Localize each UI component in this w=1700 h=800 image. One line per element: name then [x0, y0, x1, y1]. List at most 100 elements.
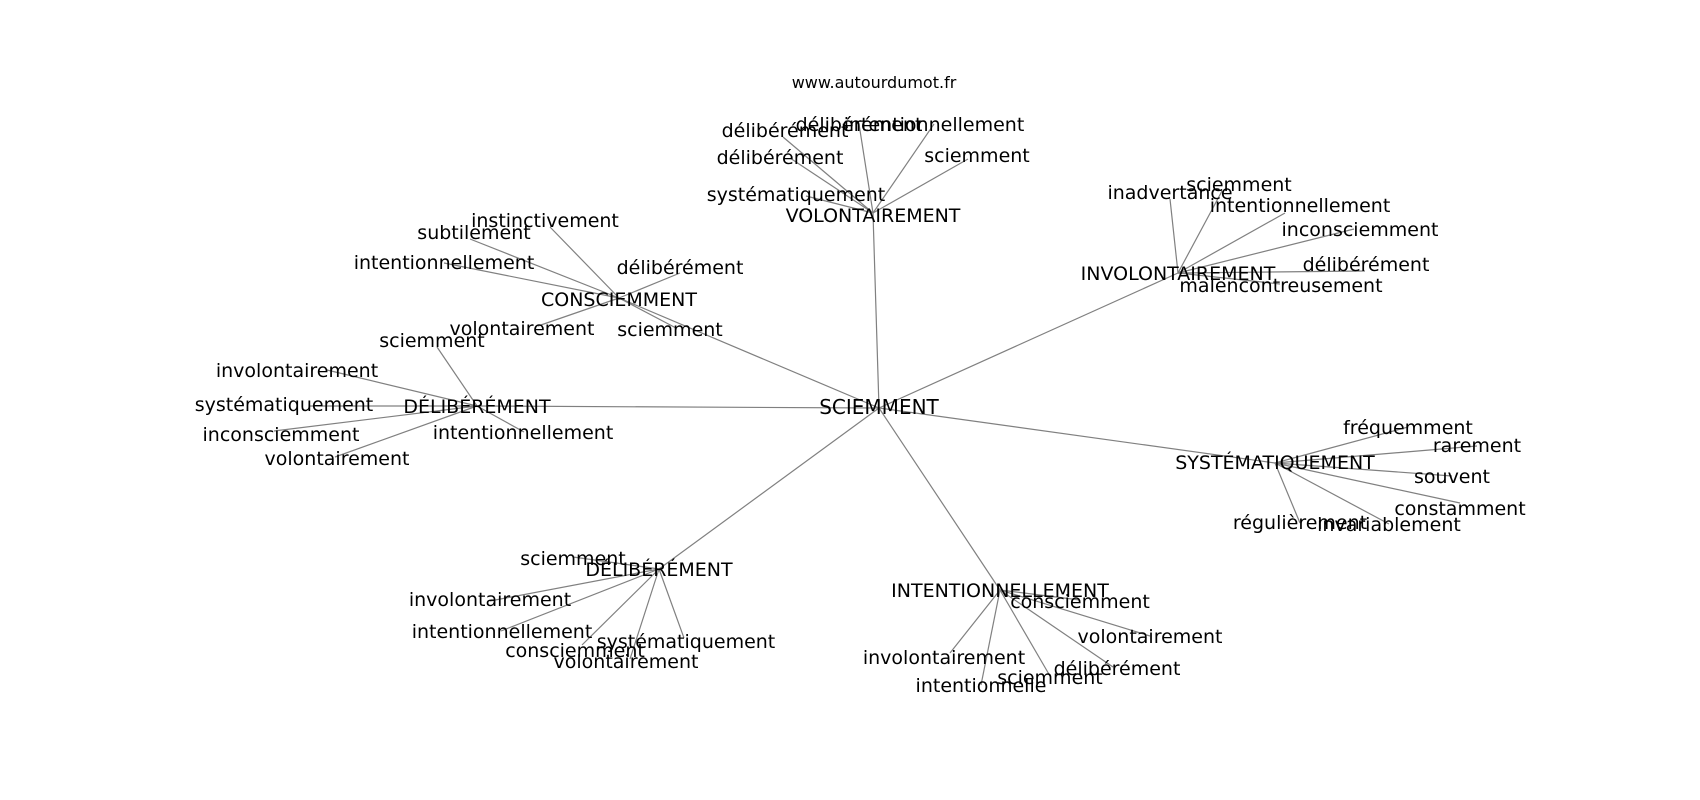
leaf-edge-volontairement-3 — [872, 158, 969, 214]
leaf-node-label: intentionnellement — [844, 114, 1025, 136]
root-edge-intentionnellement — [878, 407, 1001, 591]
leaf-node-label: constamment — [1394, 498, 1525, 520]
leaf-node-label: délibérément — [617, 257, 744, 279]
leaf-node-label: involontairement — [409, 589, 571, 611]
leaf-node-label: invariablement — [1317, 514, 1461, 536]
leaf-node-label: délibérément — [1303, 254, 1430, 276]
hub-node-label: DÉLIBÉRÉMENT — [585, 558, 733, 581]
leaf-edge-involontairement-4 — [1177, 270, 1366, 274]
hub-node-label: DÉLIBÉRÉMENT — [403, 395, 551, 418]
leaf-node-label: intentionnellement — [1210, 195, 1391, 217]
leaf-edge-intentionnellement-5 — [949, 589, 1001, 654]
leaf-edge-deliberement-w-5 — [476, 405, 525, 433]
root-edge-deliberement-s — [658, 407, 880, 570]
leaf-node-label: sciemment — [997, 667, 1103, 689]
leaf-edge-systematiquement-0 — [1274, 426, 1409, 464]
leaf-node-label: involontairement — [216, 360, 378, 382]
leaf-node-label: délibérément — [722, 120, 849, 142]
graph-labels: SCIEMMENTdélibérémentdélibérémentintenti… — [195, 114, 1526, 697]
leaf-edge-consciemment-4 — [537, 297, 620, 327]
graph-edges — [273, 123, 1478, 686]
leaf-node-label: malencontreusement — [1179, 275, 1382, 297]
leaf-node-label: volontairement — [554, 651, 699, 673]
leaf-node-label: volontairement — [1078, 626, 1223, 648]
leaf-edge-intentionnellement-3 — [999, 589, 1051, 677]
leaf-node-label: sciemment — [924, 145, 1030, 167]
leaf-node-label: régulièrement — [1233, 512, 1367, 534]
root-edge-consciemment — [618, 297, 880, 409]
leaf-edge-deliberement-s-5 — [629, 568, 660, 660]
leaf-node-label: délibérément — [717, 147, 844, 169]
leaf-edge-intentionnellement-0 — [999, 589, 1081, 601]
leaf-node-label: involontairement — [863, 647, 1025, 669]
leaf-edge-systematiquement-3 — [1274, 462, 1461, 504]
leaf-node-label: sciemment — [617, 319, 723, 341]
leaf-node-label: sciemment — [379, 330, 485, 352]
leaf-edge-intentionnellement-2 — [999, 589, 1114, 668]
leaf-edge-systematiquement-5 — [1274, 462, 1390, 525]
leaf-edge-volontairement-1 — [858, 123, 874, 214]
leaf-edge-involontairement-3 — [1177, 228, 1355, 274]
leaf-edge-consciemment-2 — [443, 262, 620, 299]
leaf-edge-volontairement-2 — [872, 123, 935, 214]
root-edge-volontairement — [872, 212, 880, 409]
root-node-label: SCIEMMENT — [819, 395, 939, 419]
leaf-node-label: systématiquement — [597, 631, 776, 653]
leaf-edge-deliberement-s-3 — [581, 568, 660, 646]
leaf-edge-deliberement-w-0 — [436, 346, 478, 407]
root-edge-involontairement — [878, 272, 1179, 409]
root-edge-systematiquement — [878, 407, 1276, 464]
leaf-node-label: systématiquement — [707, 184, 886, 206]
hub-node-label: INTENTIONNELLEMENT — [891, 580, 1109, 602]
leaf-edge-consciemment-5 — [618, 297, 677, 329]
leaf-edge-volontairement-0 — [782, 136, 874, 214]
leaf-node-label: délibérément — [1054, 658, 1181, 680]
leaf-node-label: intentionnellement — [433, 422, 614, 444]
hub-node-label: INVOLONTAIREMENT — [1081, 263, 1276, 285]
leaf-node-label: intentionnellement — [354, 252, 535, 274]
leaf-edge-volontairement-4 — [789, 157, 874, 214]
leaf-node-label: inadvertance — [1107, 182, 1232, 204]
leaf-edge-consciemment-0 — [549, 226, 620, 299]
leaf-node-label: inconsciemment — [203, 424, 360, 446]
hub-node-label: VOLONTAIREMENT — [786, 205, 961, 227]
leaf-node-label: délibérément — [796, 114, 923, 136]
hub-node-label: SYSTÉMATIQUEMENT — [1175, 451, 1375, 474]
leaf-node-label: consciemment — [505, 640, 645, 662]
leaf-edge-consciemment-3 — [618, 272, 681, 299]
leaf-edge-volontairement-5 — [805, 195, 874, 214]
leaf-edge-deliberement-w-3 — [273, 405, 478, 432]
leaf-edge-involontairement-1 — [1177, 190, 1223, 274]
leaf-node-label: fréquemment — [1343, 417, 1473, 439]
leaf-node-label: systématiquement — [195, 394, 374, 416]
leaf-edge-deliberement-s-2 — [500, 568, 660, 632]
leaf-edge-systematiquement-4 — [1274, 462, 1301, 524]
source-watermark: www.autourdumot.fr — [792, 73, 957, 92]
leaf-node-label: rarement — [1433, 435, 1521, 457]
root-edge-deliberement-w — [476, 405, 880, 409]
leaf-node-label: intentionnellement — [412, 621, 593, 643]
leaf-edge-intentionnellement-1 — [999, 589, 1151, 637]
leaf-edge-intentionnellement-4 — [980, 589, 1001, 686]
leaf-edge-deliberement-w-4 — [334, 405, 478, 458]
leaf-edge-consciemment-1 — [469, 238, 620, 299]
hub-node-label: CONSCIEMMENT — [541, 289, 697, 311]
leaf-edge-involontairement-2 — [1177, 212, 1286, 274]
leaf-node-label: intentionnelle — [916, 675, 1047, 697]
leaf-edge-deliberement-s-0 — [572, 556, 660, 570]
leaf-node-label: sciemment — [1186, 174, 1292, 196]
leaf-node-label: volontairement — [265, 448, 410, 470]
leaf-node-label: subtilement — [417, 222, 530, 244]
leaf-node-label: volontairement — [450, 318, 595, 340]
leaf-edge-involontairement-0 — [1169, 198, 1179, 274]
leaf-node-label: souvent — [1414, 466, 1490, 488]
leaf-edge-involontairement-5 — [1177, 272, 1281, 285]
leaf-edge-deliberement-s-1 — [489, 568, 660, 602]
leaf-edge-deliberement-w-1 — [326, 369, 478, 407]
leaf-node-label: inconsciemment — [1282, 219, 1439, 241]
leaf-node-label: sciemment — [520, 548, 626, 570]
leaf-edge-systematiquement-1 — [1274, 445, 1478, 464]
leaf-edge-deliberement-s-4 — [658, 568, 685, 639]
leaf-node-label: instinctivement — [471, 210, 619, 232]
